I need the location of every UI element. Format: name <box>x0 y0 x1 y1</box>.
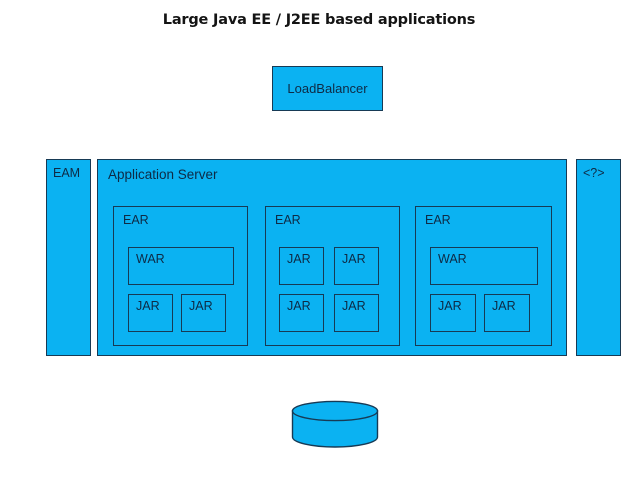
module-jar[interactable]: JAR <box>484 294 530 332</box>
module-jar[interactable]: JAR <box>279 247 324 285</box>
ear-container[interactable]: EAR JAR JAR JAR JAR <box>265 206 400 346</box>
module-jar[interactable]: JAR <box>128 294 173 332</box>
application-server-node[interactable]: Application Server EAR WAR JAR JAR EAR J… <box>97 159 567 356</box>
module-label: JAR <box>189 299 213 313</box>
module-jar[interactable]: JAR <box>334 247 379 285</box>
module-label: WAR <box>136 252 165 266</box>
module-jar[interactable]: JAR <box>181 294 226 332</box>
module-label: JAR <box>342 299 366 313</box>
module-jar[interactable]: JAR <box>334 294 379 332</box>
diagram-title: Large Java EE / J2EE based applications <box>162 12 476 28</box>
eam-node[interactable]: EAM <box>46 159 91 356</box>
database-node[interactable] <box>291 400 379 448</box>
application-server-label: Application Server <box>108 167 218 182</box>
module-label: WAR <box>438 252 467 266</box>
module-label: JAR <box>287 252 311 266</box>
module-label: JAR <box>287 299 311 313</box>
ear-label: EAR <box>275 213 301 227</box>
unknown-component-node[interactable]: <?> <box>576 159 621 356</box>
module-label: JAR <box>438 299 462 313</box>
module-label: JAR <box>492 299 516 313</box>
module-jar[interactable]: JAR <box>279 294 324 332</box>
module-war[interactable]: WAR <box>128 247 234 285</box>
ear-label: EAR <box>425 213 451 227</box>
module-war[interactable]: WAR <box>430 247 538 285</box>
database-cylinder-icon <box>291 400 379 448</box>
unknown-component-label: <?> <box>583 166 605 180</box>
module-jar[interactable]: JAR <box>430 294 476 332</box>
eam-label: EAM <box>53 166 81 180</box>
ear-container[interactable]: EAR WAR JAR JAR <box>415 206 552 346</box>
module-label: JAR <box>136 299 160 313</box>
ear-label: EAR <box>123 213 149 227</box>
load-balancer-label: LoadBalancer <box>287 80 368 96</box>
load-balancer-node[interactable]: LoadBalancer <box>272 66 383 111</box>
module-label: JAR <box>342 252 366 266</box>
ear-container[interactable]: EAR WAR JAR JAR <box>113 206 248 346</box>
